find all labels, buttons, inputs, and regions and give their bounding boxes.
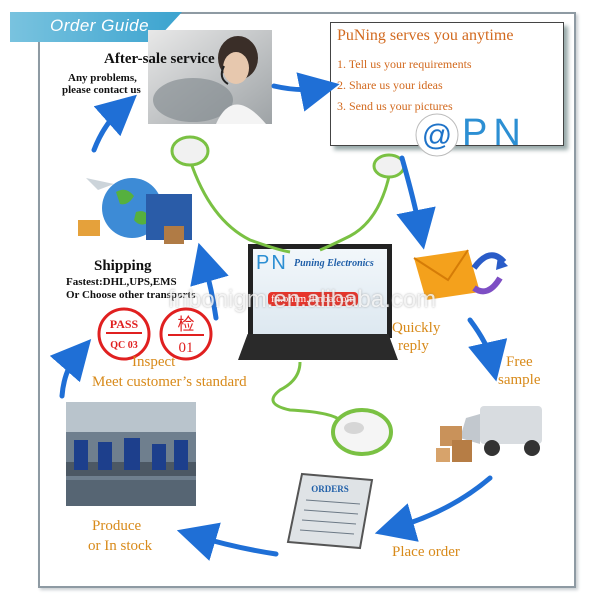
- reply-line1: Quickly: [392, 320, 441, 336]
- inspect-line2: Meet customer’s standard: [92, 374, 247, 390]
- arrow-order-to-produce: [176, 522, 279, 561]
- svg-text:@: @: [422, 119, 452, 152]
- check-badge-top: 检: [178, 315, 195, 334]
- arrow-inspect-to-shipping: [190, 242, 229, 321]
- inspect-line1: Inspect: [132, 354, 176, 370]
- check-badge-bottom: 01: [179, 340, 194, 356]
- email-at-icon: @: [415, 113, 459, 157]
- shipping-globe-image: [78, 178, 192, 244]
- factory-photo: [66, 402, 196, 506]
- laptop-brand: PN: [256, 252, 288, 274]
- laptop-keyboard: [238, 334, 398, 360]
- after-sale-line1: Any problems,: [68, 72, 137, 84]
- pass-badge-top: PASS: [110, 317, 139, 331]
- arrow-produce-to-inspect: [49, 338, 92, 399]
- reply-line2: reply: [398, 338, 429, 354]
- page-title: Order Guide: [50, 16, 150, 35]
- produce-line1: Produce: [92, 518, 142, 534]
- arrow-sample-to-order: [374, 475, 493, 542]
- shipping-line2: Or Choose other transports: [66, 289, 196, 301]
- support-agent-photo: [148, 30, 272, 124]
- place-order-label: Place order: [392, 544, 460, 560]
- info-box-item-1: 1. Tell us your requirements: [337, 57, 472, 71]
- after-sale-line2: please contact us: [62, 84, 141, 96]
- shipping-line1: Fastest:DHL,UPS,EMS: [66, 276, 177, 288]
- arrow-shipping-to-aftersale: [91, 94, 137, 153]
- free-sample-line1: Free: [506, 354, 533, 370]
- pass-badge-bottom: QC 03: [110, 340, 138, 351]
- order-clipboard-icon: ORDERS: [286, 472, 374, 550]
- arrow-box-to-reply: [396, 155, 436, 250]
- mouse-bottom-icon: [331, 408, 393, 456]
- check-badge: 检 01: [159, 307, 213, 361]
- delivery-van-image: [436, 406, 542, 462]
- free-sample-line2: sample: [498, 372, 541, 388]
- shipping-title: Shipping: [94, 258, 152, 274]
- mouse-left-icon: [170, 135, 210, 167]
- arrow-aftersale-to-box: [271, 72, 340, 112]
- arrow-reply-to-sample: [467, 317, 508, 382]
- after-sale-title: After-sale service: [104, 51, 215, 67]
- email-reply-icon: [413, 249, 508, 300]
- brand-logo: PN: [462, 112, 527, 154]
- produce-line2: or In stock: [88, 538, 153, 554]
- laptop-brand-sub: Puning Electronics: [294, 258, 374, 269]
- clipboard-label: ORDERS: [311, 484, 349, 494]
- info-box-item-2: 2. Share us your ideas: [337, 78, 443, 92]
- watermark: fnbonigm.en.alibaba.com: [168, 286, 437, 313]
- info-box-title: PuNing serves you anytime: [337, 27, 514, 44]
- info-box-item-3: 3. Send us your pictures: [337, 99, 453, 113]
- laptop-stamp: fn.onfm.dinba.com: [268, 292, 359, 306]
- laptop-screen: [248, 244, 392, 338]
- pass-badge: PASS QC 03: [97, 307, 151, 361]
